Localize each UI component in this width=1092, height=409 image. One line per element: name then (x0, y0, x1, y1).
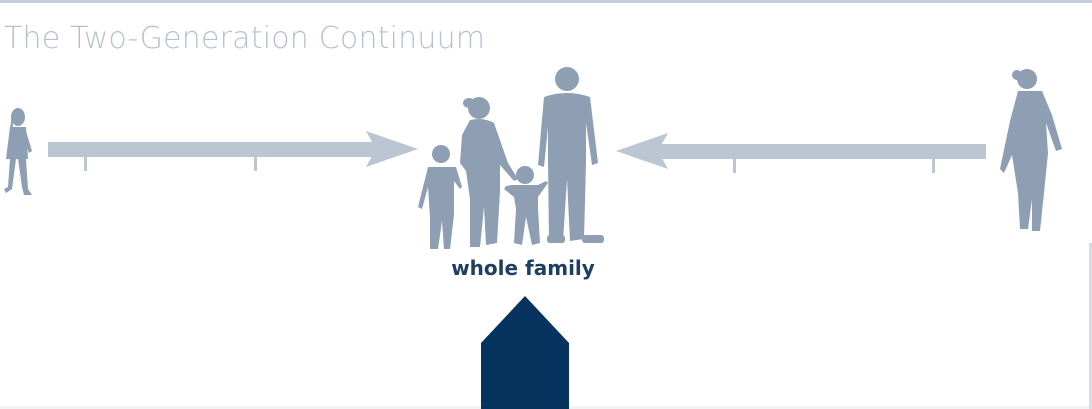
continuum-diagram (4, 67, 1062, 409)
family-silhouette-icon (418, 67, 604, 249)
slide-title: The Two-Generation Continuum (4, 21, 486, 56)
family-caption: whole family (451, 256, 595, 280)
child-silhouette-icon (4, 108, 32, 195)
up-arrow-icon (481, 296, 569, 409)
woman-silhouette-icon (1000, 69, 1062, 231)
right-edge-divider (1089, 243, 1092, 409)
arrow-left-icon (616, 133, 986, 173)
arrow-right-icon (48, 131, 418, 171)
